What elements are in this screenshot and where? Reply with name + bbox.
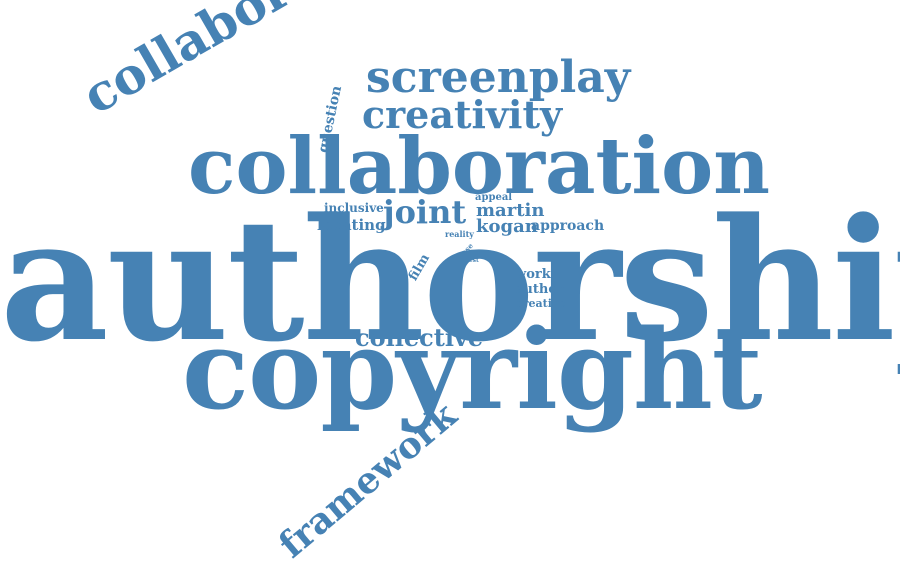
word-joint: joint <box>383 193 467 231</box>
word-appeal: appeal <box>475 192 513 203</box>
word-collective: collective <box>355 323 484 352</box>
word-locating: locating <box>317 216 386 234</box>
word-test: test <box>466 257 479 264</box>
word-collaboration: collaboration <box>188 121 770 212</box>
word-copyright: copyright <box>182 305 763 434</box>
word-inclusive: inclusive <box>324 201 384 215</box>
word-work: work <box>515 267 551 282</box>
word-screenplay: screenplay <box>366 52 631 103</box>
word-martin: martin <box>476 200 545 221</box>
word-reality: reality <box>445 229 474 239</box>
word-creativity: creativity <box>362 92 563 137</box>
word-creative: creative <box>516 297 566 310</box>
word-author: author <box>515 282 564 297</box>
word-kogan: kogan <box>476 216 538 237</box>
word-approach: approach <box>531 218 605 234</box>
word-authorship: authorship <box>0 181 900 379</box>
